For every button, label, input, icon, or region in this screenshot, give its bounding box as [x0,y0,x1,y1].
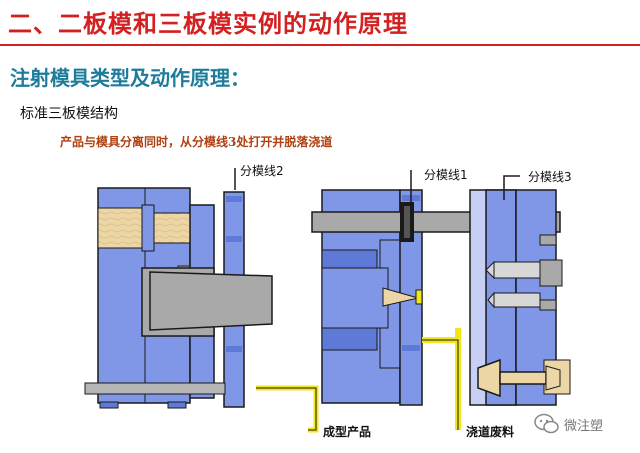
label-runner-scrap: 浇道废料 [466,425,515,439]
product-part [382,287,423,307]
title-divider [0,44,640,46]
structure-title: 标准三板模结构 [20,106,118,122]
left-guide-pin [84,382,226,395]
diagram-description: 产品与模具分离同时，从分模线3处打开并脱落浇道 [60,135,333,149]
parting-line-leaders [410,170,520,208]
label-parting-line-1: 分模线1 [424,168,468,182]
section-subtitle: 注射模具类型及动作原理： [10,66,250,90]
puller-pins [485,260,541,309]
runner-bracket-yellow [422,328,461,430]
wechat-icon [534,413,559,434]
label-molded-product: 成型产品 [323,425,372,439]
page-title: 二、二板模和三板模实例的动作原理 [8,10,408,38]
label-parting-line-3: 分模线3 [528,170,572,184]
left-sprue-bushing [149,271,273,331]
sprue-scrap [477,358,561,398]
watermark-text: 微注塑 [564,419,604,434]
label-parting-line-2: 分模线2 [240,164,284,178]
watermark: 微注塑 [530,408,634,440]
left-runner-bracket [256,385,319,433]
